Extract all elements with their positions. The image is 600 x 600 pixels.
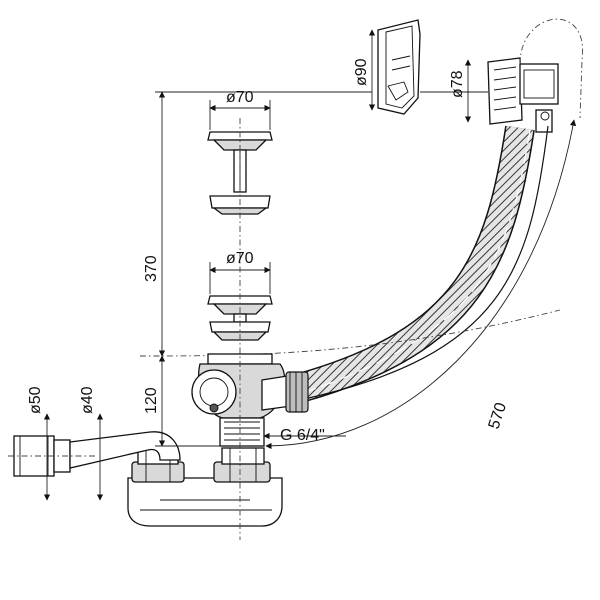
dim-120: 120 [143,387,160,414]
overflow-cover [377,19,421,115]
dim-d70-mid: ø70 [226,250,254,267]
dim-d78: ø78 [449,70,466,98]
dim-370: 370 [143,255,160,282]
dim-thread: G 6/4" [280,427,325,444]
plug-top [207,131,273,215]
overflow-hose [295,125,549,403]
dim-d40: ø40 [79,386,96,414]
trap [127,447,283,527]
dim-d90: ø90 [353,58,370,86]
dim-d50: ø50 [27,386,44,414]
dim-570: 570 [486,400,510,431]
bowden-cable [519,18,584,119]
overflow-body [487,57,559,133]
dim-d70-top: ø70 [226,89,254,106]
